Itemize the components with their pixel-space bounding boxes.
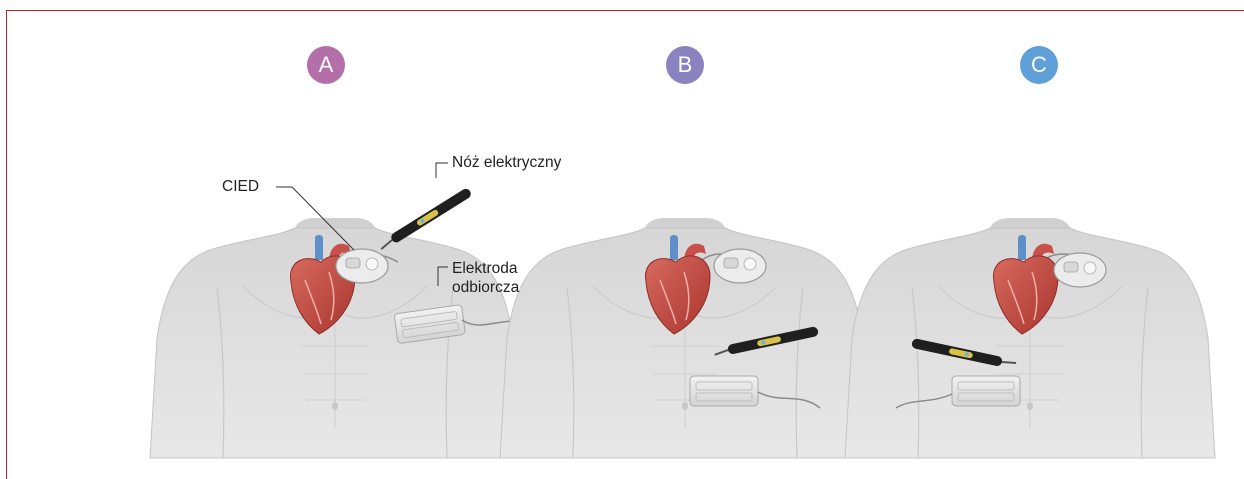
- badge-b: B: [666, 46, 704, 84]
- panel-b-torso: [500, 218, 870, 458]
- label-electrode-line1: Elektroda: [452, 259, 517, 279]
- label-cied: CIED: [222, 177, 259, 197]
- panel-c-cied: [1054, 253, 1106, 287]
- badge-c: C: [1020, 46, 1058, 84]
- panel-b-cied: [714, 249, 766, 283]
- label-electric-knife: Nóż elektryczny: [452, 153, 561, 173]
- label-electrode-line2: odbiorcza: [452, 278, 519, 298]
- panel-c-return-pad: [952, 376, 1020, 406]
- knife-leader-line: [436, 163, 448, 178]
- panel-b-return-pad: [690, 376, 758, 406]
- badge-a: A: [307, 46, 345, 84]
- panel-c-torso: [845, 218, 1215, 458]
- panel-a-cied: [336, 249, 388, 283]
